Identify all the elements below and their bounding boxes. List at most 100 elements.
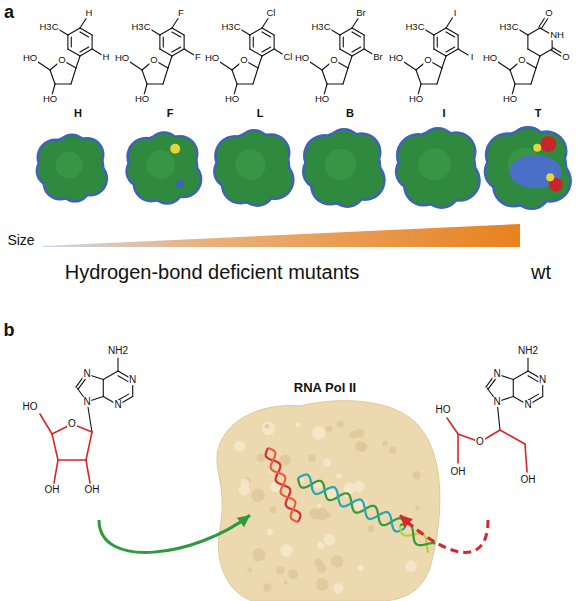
bond — [527, 358, 528, 371]
surface-shade — [418, 148, 450, 180]
panel-letter: a — [4, 3, 14, 21]
surface-texture — [333, 583, 343, 593]
bond — [531, 68, 536, 84]
atom-label: OH — [520, 475, 537, 485]
enzyme-region: RNA Pol II — [250, 375, 400, 540]
group-label: Hydrogen-bond deficient mutants — [65, 262, 360, 282]
bond — [457, 434, 459, 463]
surface-texture — [284, 581, 288, 585]
bond — [421, 83, 437, 84]
surface-patch — [540, 136, 556, 152]
bond — [67, 35, 68, 49]
nucleic-acid-strand — [298, 475, 405, 532]
bond — [510, 70, 515, 84]
atom-label: HO — [314, 94, 330, 104]
atom-label: Br — [372, 52, 384, 62]
bond — [118, 376, 129, 382]
bond — [446, 17, 453, 28]
bond — [130, 62, 142, 70]
bond — [343, 37, 344, 47]
bond — [540, 49, 552, 56]
compound-code: T — [535, 108, 542, 119]
bond — [103, 371, 118, 380]
surface-texture — [316, 578, 329, 591]
surface-texture — [252, 548, 265, 561]
surface-shade — [235, 149, 266, 180]
bond — [513, 371, 528, 380]
atom-label: NH — [549, 30, 565, 40]
bond — [404, 62, 416, 70]
atom-label: HO — [502, 94, 518, 104]
surface-texture — [317, 542, 324, 549]
atom-label: Br — [355, 8, 367, 18]
surface-texture — [265, 424, 270, 429]
compound-code: F — [167, 108, 174, 119]
bond — [446, 49, 458, 56]
atom-label: NH2 — [517, 346, 539, 356]
bond — [458, 49, 468, 55]
atom-label: I — [453, 8, 458, 18]
atom-label: N — [82, 397, 91, 407]
surface-texture — [315, 508, 328, 521]
compound-code: I — [442, 108, 445, 119]
surface-texture — [296, 422, 301, 427]
bond — [172, 49, 184, 56]
bond — [80, 28, 92, 35]
surface-texture — [263, 583, 271, 591]
atom-label: O — [57, 55, 66, 65]
bond — [237, 83, 253, 84]
surface-texture — [279, 455, 290, 466]
electrostatic-surface — [213, 129, 295, 207]
bond — [86, 460, 90, 483]
bond — [500, 430, 525, 444]
atom-label: HO — [134, 94, 150, 104]
bond — [447, 418, 458, 434]
atom-label: N — [538, 375, 547, 385]
bond — [352, 49, 364, 56]
nucleic-acid-strand — [266, 448, 301, 522]
electrostatic-surface — [36, 133, 109, 202]
arrow-line — [400, 515, 488, 552]
atom-label: H3C — [310, 22, 331, 32]
bond — [364, 35, 365, 49]
atom-label: HO — [114, 53, 130, 63]
surface-texture — [405, 561, 416, 572]
bond — [220, 62, 232, 70]
bond — [352, 17, 359, 28]
atom-label: O — [561, 52, 570, 62]
bond — [513, 380, 514, 397]
atom-label: H — [85, 8, 94, 18]
bond — [352, 28, 364, 35]
bond — [50, 70, 55, 84]
surface-texture — [262, 422, 275, 435]
atom-label: Cl — [283, 52, 294, 62]
bond — [38, 62, 50, 70]
bond — [525, 444, 527, 472]
bond — [528, 28, 540, 35]
surface-texture — [323, 459, 331, 467]
surface-texture — [357, 565, 363, 571]
bond — [515, 83, 531, 84]
bond — [446, 47, 455, 52]
atom-label: O — [475, 437, 485, 447]
bond — [163, 68, 168, 84]
bond — [458, 35, 459, 49]
bond — [528, 376, 539, 382]
atom-label: O — [517, 55, 526, 65]
bond — [160, 28, 172, 35]
bond — [437, 37, 438, 47]
surface-texture — [336, 473, 342, 479]
reaction-arrow — [99, 515, 250, 552]
bond — [54, 460, 58, 483]
surface-texture — [412, 471, 420, 479]
bond — [147, 83, 163, 84]
atom-label: HO — [435, 405, 452, 415]
bond — [80, 49, 92, 56]
bond — [92, 49, 102, 55]
bond — [340, 49, 352, 56]
bond — [262, 28, 274, 35]
bond — [142, 70, 147, 84]
bond — [262, 49, 274, 56]
